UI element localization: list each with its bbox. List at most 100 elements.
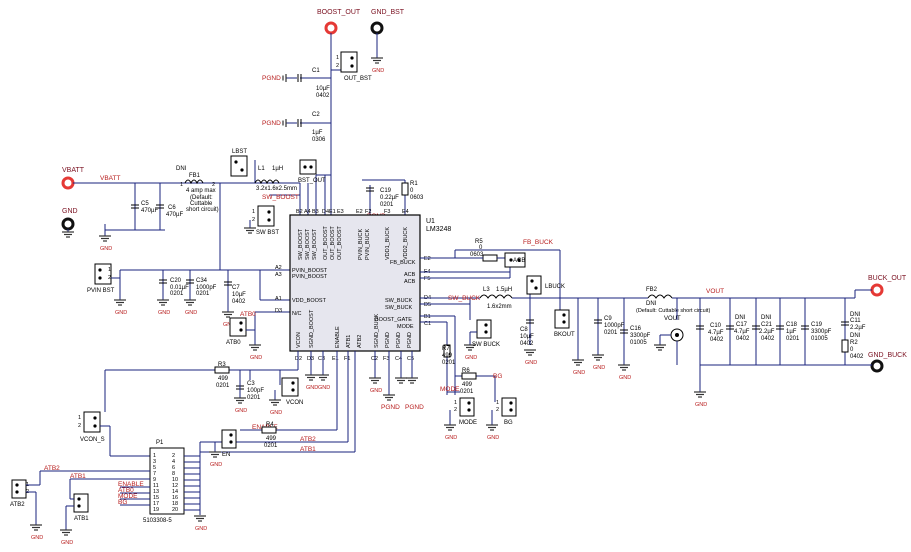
- capacitor-c21: DNI C21 2.2µF 0402: [752, 315, 775, 342]
- mode-pin2: 2: [454, 407, 457, 413]
- header-atb2[interactable]: 1 2 ATB2: [10, 471, 41, 525]
- terminal-vbatt[interactable]: VBATT: [61, 167, 120, 190]
- header-en[interactable]: EN: [214, 429, 237, 458]
- r7-value: 499: [442, 353, 453, 359]
- ground-icon: [233, 397, 247, 404]
- ground-label: GND: [573, 370, 585, 376]
- ground-label: GND: [185, 310, 197, 316]
- resistor-r1: R1 0 0603: [362, 179, 424, 215]
- vcon-s-pin1: 1: [78, 415, 81, 421]
- atb2-label: ATB2: [10, 502, 25, 508]
- capacitor-c2: C2 1µF 0306 PGND: [262, 112, 326, 143]
- r4-package: 0201: [264, 443, 278, 449]
- capacitor-c1: C1 10µF 0402 PGND: [262, 68, 330, 99]
- capacitor-c19-out: C19 3300pF 01005: [801, 322, 832, 342]
- bkout-label: BKOUT: [554, 332, 575, 338]
- p1-pin-number: 17: [153, 501, 159, 507]
- c34-package: 0201: [196, 291, 210, 297]
- p1-pin-number: 14: [172, 489, 178, 495]
- r4-value: 499: [266, 436, 277, 442]
- ground-icon: [193, 515, 207, 522]
- ball-c1: C1: [424, 321, 431, 327]
- ground-label: GND: [465, 355, 477, 361]
- p1-pin-number: 4: [172, 459, 175, 465]
- p1-pin-number: 12: [172, 483, 178, 489]
- terminal-gnd-buck[interactable]: GND_BUCK: [868, 352, 907, 373]
- header-lbuck[interactable]: LBUCK: [526, 275, 565, 295]
- c21-ref: C21: [761, 322, 773, 328]
- c2-package: 0306: [312, 137, 326, 143]
- capacitor-c6: C6 470µF: [156, 204, 183, 218]
- header-atb0[interactable]: ATB0: [226, 317, 256, 346]
- ic-u1-ref: U1: [426, 218, 435, 225]
- c3-ref: C3: [247, 381, 255, 387]
- ball-f1: F1: [344, 356, 350, 362]
- terminal-gnd-bst[interactable]: GND_BST GND: [370, 9, 405, 74]
- ground-icon: [382, 394, 396, 401]
- r2-package: 0402: [850, 354, 864, 360]
- c3-package: 0201: [247, 395, 261, 401]
- ground-icon: [98, 235, 112, 242]
- c21-value: 2.2µF: [759, 329, 775, 335]
- atb1-net-top: ATB1: [300, 446, 316, 453]
- p1-pin-number: 10: [172, 477, 178, 483]
- p1-pin-number: 11: [153, 483, 159, 489]
- atb0-label: ATB0: [226, 340, 241, 346]
- header-vcon-s[interactable]: 1 2 VCON_S: [78, 411, 150, 457]
- header-acb[interactable]: ACB: [504, 252, 526, 268]
- fb2-note: (Default: Cuttable short circuit): [636, 308, 710, 314]
- header-out-bst[interactable]: 1 2 OUT_BST: [336, 51, 372, 82]
- terminal-vbatt-label: VBATT: [62, 167, 85, 174]
- ground-label: GND: [593, 365, 605, 371]
- header-sw-bst[interactable]: 1 2 SW BST: [249, 205, 279, 236]
- terminal-gnd[interactable]: GND: [61, 208, 78, 232]
- c17-value: 4.7µF: [734, 329, 750, 335]
- ground-icon: [221, 311, 235, 318]
- en-label: EN: [222, 452, 230, 458]
- header-pvin-bst[interactable]: 1 2 PVIN BST: [87, 263, 121, 300]
- header-bkout[interactable]: BKOUT: [554, 309, 575, 338]
- ground-label: GND: [318, 385, 330, 391]
- fb1-dni: DNI: [176, 166, 187, 172]
- sw-bst-label: SW BST: [256, 230, 279, 236]
- c3-value: 100pF: [247, 388, 264, 394]
- ball-e1b: E1: [332, 356, 339, 362]
- header-vcon[interactable]: VCON: [274, 377, 303, 406]
- ic-u1[interactable]: U1 LM3248 A2 A3 A1 D3 PVIN_BOOST PVIN_BO…: [275, 209, 451, 362]
- p1-atb0-net: ATB0: [118, 487, 134, 494]
- ball-a2: A2: [275, 265, 282, 271]
- ground-label: GND: [210, 462, 222, 468]
- r1-package: 0603: [410, 195, 424, 201]
- atb2-net-top: ATB2: [300, 436, 316, 443]
- atb2-net-bottom: ATB2: [44, 465, 60, 472]
- vcon-s-pin2: 2: [78, 423, 81, 429]
- header-lbst[interactable]: LBST: [230, 149, 248, 177]
- terminal-buck-out[interactable]: BUCK_OUT: [868, 275, 907, 297]
- terminal-gnd-bst-label: GND_BST: [371, 9, 405, 16]
- header-atb1[interactable]: ATB1: [65, 479, 89, 530]
- pvin-bst-pin2: 2: [108, 275, 111, 281]
- ground-label: GND: [306, 385, 318, 391]
- p1-pin-number: 7: [153, 471, 156, 477]
- mode-net: MODE: [440, 386, 460, 393]
- c16-ref: C16: [630, 326, 642, 332]
- c10-ref: C10: [710, 323, 722, 329]
- ground-icon: [113, 299, 127, 306]
- header-sw-buck[interactable]: SW BUCK: [469, 319, 500, 348]
- ground-icon: [208, 451, 222, 458]
- ball-b3: B3: [312, 209, 319, 215]
- pin-atb2: ATB2: [357, 335, 363, 348]
- header-bst-out[interactable]: BST_OUT: [298, 159, 326, 184]
- ball-f3b: F3: [383, 356, 389, 362]
- header-bg[interactable]: 1 2 BG: [491, 397, 517, 426]
- atb1-label: ATB1: [74, 516, 89, 522]
- r7-ref: R7: [442, 346, 450, 352]
- probe-vout[interactable]: VOUT: [659, 298, 684, 365]
- pin-nc: N/C: [292, 311, 302, 317]
- terminal-boost-out[interactable]: BOOST_OUT: [317, 9, 361, 120]
- header-mode[interactable]: 1 2 MODE: [449, 397, 477, 426]
- l3-package: 1.6x2mm: [487, 304, 512, 310]
- pin-sw-buck-2: SW_BUCK: [385, 305, 413, 311]
